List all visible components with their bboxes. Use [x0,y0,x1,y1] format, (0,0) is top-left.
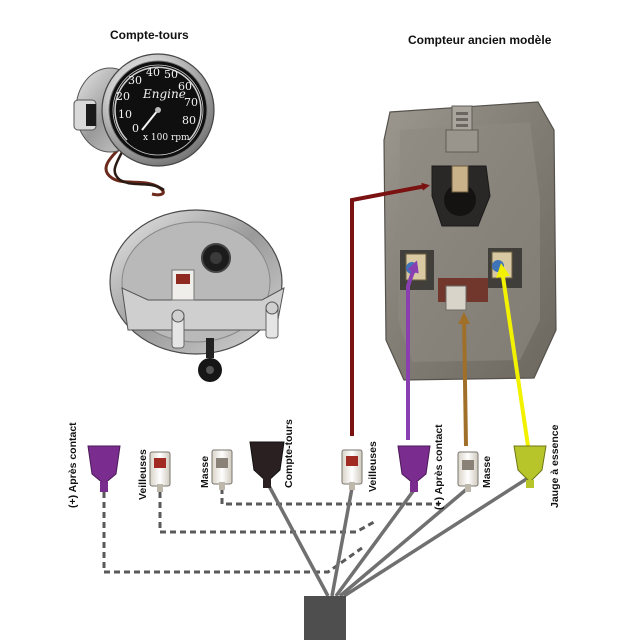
label-masse-left: Masse [199,456,211,488]
white-connector-veilleuses-left [149,451,171,492]
dark-red-wire [350,182,430,436]
dial-number-0: 0 [132,122,139,135]
label-veilleuses-right: Veilleuses [367,441,379,492]
dial-number-20: 20 [116,90,130,103]
black-connector-compte-tours [249,441,285,488]
dial-number-10: 10 [118,108,132,121]
white-connector-masse-left [211,449,233,490]
dial-number-40: 40 [146,66,160,79]
label-after-contact-right: (+) Après contact [433,424,445,510]
purple-wire [406,260,419,440]
dashed-wire-masse [220,488,440,506]
tachometer-back-illustration [109,209,285,382]
old-meter-title: Compteur ancien modèle [408,33,552,47]
yellow-wire [496,263,530,447]
harness-wires [266,476,529,598]
harness-connector [304,596,346,640]
dashed-wire-veilleuses [158,492,375,534]
white-connector-masse-right [457,451,479,492]
label-jauge-essence: Jauge à essence [549,424,561,508]
tachometer-front-illustration: 0 10 20 30 40 50 60 70 80 Engine x 100 r… [73,53,215,197]
dial-number-60: 60 [178,80,192,93]
label-compte-tours: Compte-tours [283,419,295,488]
dial-number-30: 30 [128,74,142,87]
label-after-contact-left: (+) Après contact [67,422,79,508]
dial-number-80: 80 [182,114,196,127]
purple-connector-right [397,445,431,492]
old-meter-illustration [383,101,557,381]
brown-wire [458,312,471,447]
dial-unit: x 100 rpm [143,133,190,143]
dial-number-70: 70 [184,96,198,109]
tachometer-title: Compte-tours [110,28,189,42]
dial-brand: Engine [142,87,186,101]
dial-number-50: 50 [164,68,178,81]
yellow-connector-jauge [513,445,547,488]
white-connector-veilleuses-right [341,449,363,490]
label-veilleuses-left: Veilleuses [137,449,149,500]
purple-connector-left [87,445,121,492]
label-masse-right: Masse [481,456,493,488]
dashed-wire-after-contact [102,492,363,574]
